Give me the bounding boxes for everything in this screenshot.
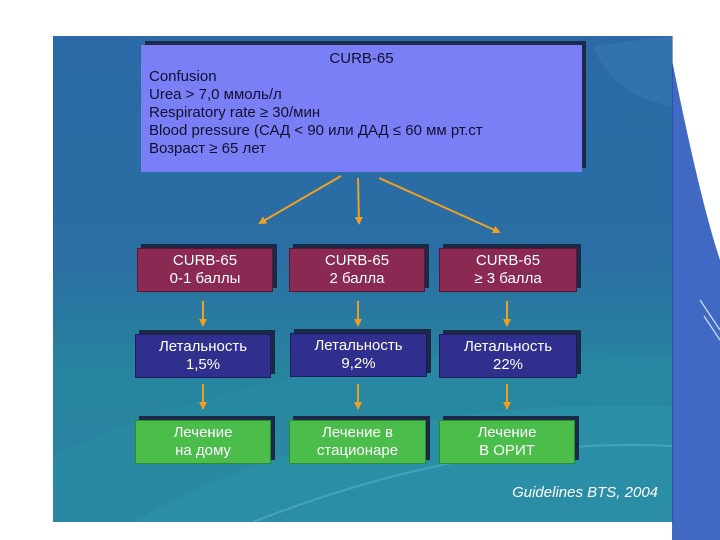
citation: Guidelines BTS, 2004: [468, 484, 658, 501]
group-label: CURB-65: [325, 252, 389, 270]
mortality-label: Летальность: [314, 337, 402, 355]
treatment-box-home: Лечение на дому: [135, 420, 271, 464]
treatment-setting: стационаре: [317, 442, 398, 460]
mortality-value: 1,5%: [186, 356, 220, 374]
mortality-box-group1: Летальность 1,5%: [135, 334, 271, 378]
mortality-box-group2: Летальность 9,2%: [290, 333, 427, 377]
mortality-box-group3: Летальность 22%: [439, 334, 577, 378]
treatment-box-hospital: Лечение в стационаре: [289, 420, 426, 464]
group-score: ≥ 3 балла: [474, 270, 541, 288]
group-score: 0-1 баллы: [170, 270, 241, 288]
treatment-setting: на дому: [175, 442, 231, 460]
mortality-value: 9,2%: [341, 355, 375, 373]
group-label: CURB-65: [173, 252, 237, 270]
group-score: 2 балла: [330, 270, 385, 288]
criteria-line: Urea > 7,0 ммоль/л: [149, 86, 582, 104]
group-box-0-1: CURB-65 0-1 баллы: [137, 248, 273, 292]
curb65-criteria-box: CURB-65 Confusion Urea > 7,0 ммоль/л Res…: [141, 45, 582, 172]
mortality-label: Летальность: [464, 338, 552, 356]
treatment-label: Лечение: [478, 424, 537, 442]
criteria-line: Blood pressure (САД < 90 или ДАД ≤ 60 мм…: [149, 122, 582, 140]
treatment-setting: В ОРИТ: [479, 442, 535, 460]
criteria-line: Respiratory rate ≥ 30/мин: [149, 104, 582, 122]
mortality-value: 22%: [493, 356, 523, 374]
treatment-box-icu: Лечение В ОРИТ: [439, 420, 575, 464]
group-box-2: CURB-65 2 балла: [289, 248, 425, 292]
criteria-title: CURB-65: [149, 50, 582, 68]
group-label: CURB-65: [476, 252, 540, 270]
treatment-label: Лечение: [174, 424, 233, 442]
criteria-line: Возраст ≥ 65 лет: [149, 140, 582, 158]
group-box-3-plus: CURB-65 ≥ 3 балла: [439, 248, 577, 292]
mortality-label: Летальность: [159, 338, 247, 356]
treatment-label: Лечение в: [322, 424, 393, 442]
slide: CURB-65 Confusion Urea > 7,0 ммоль/л Res…: [53, 36, 672, 522]
criteria-line: Confusion: [149, 68, 582, 86]
